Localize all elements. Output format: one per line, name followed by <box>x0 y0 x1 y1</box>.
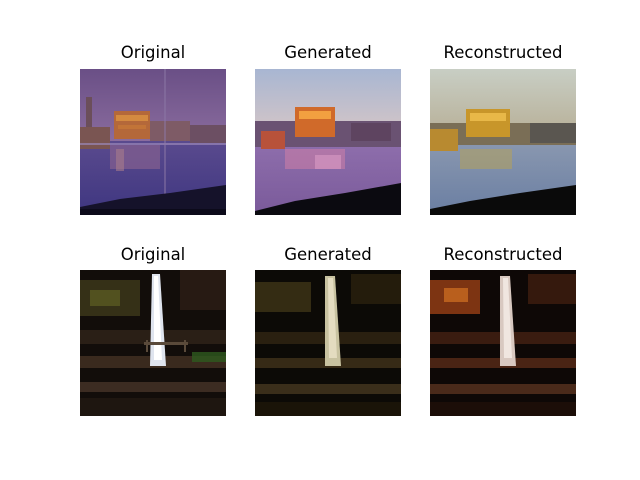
venice-original-image <box>80 69 226 215</box>
venice-reconstructed-image <box>430 69 576 215</box>
waterfall-original-image <box>80 270 226 416</box>
panel-title: Original <box>120 43 186 62</box>
waterfall-reconstructed-image <box>430 270 576 416</box>
waterfall-generated-image <box>255 270 401 416</box>
panel-title: Generated <box>284 245 372 264</box>
panel-title: Original <box>120 245 186 264</box>
panel-title: Reconstructed <box>443 245 563 264</box>
panel-title: Generated <box>284 43 372 62</box>
panel-title: Reconstructed <box>443 43 563 62</box>
venice-generated-image <box>255 69 401 215</box>
